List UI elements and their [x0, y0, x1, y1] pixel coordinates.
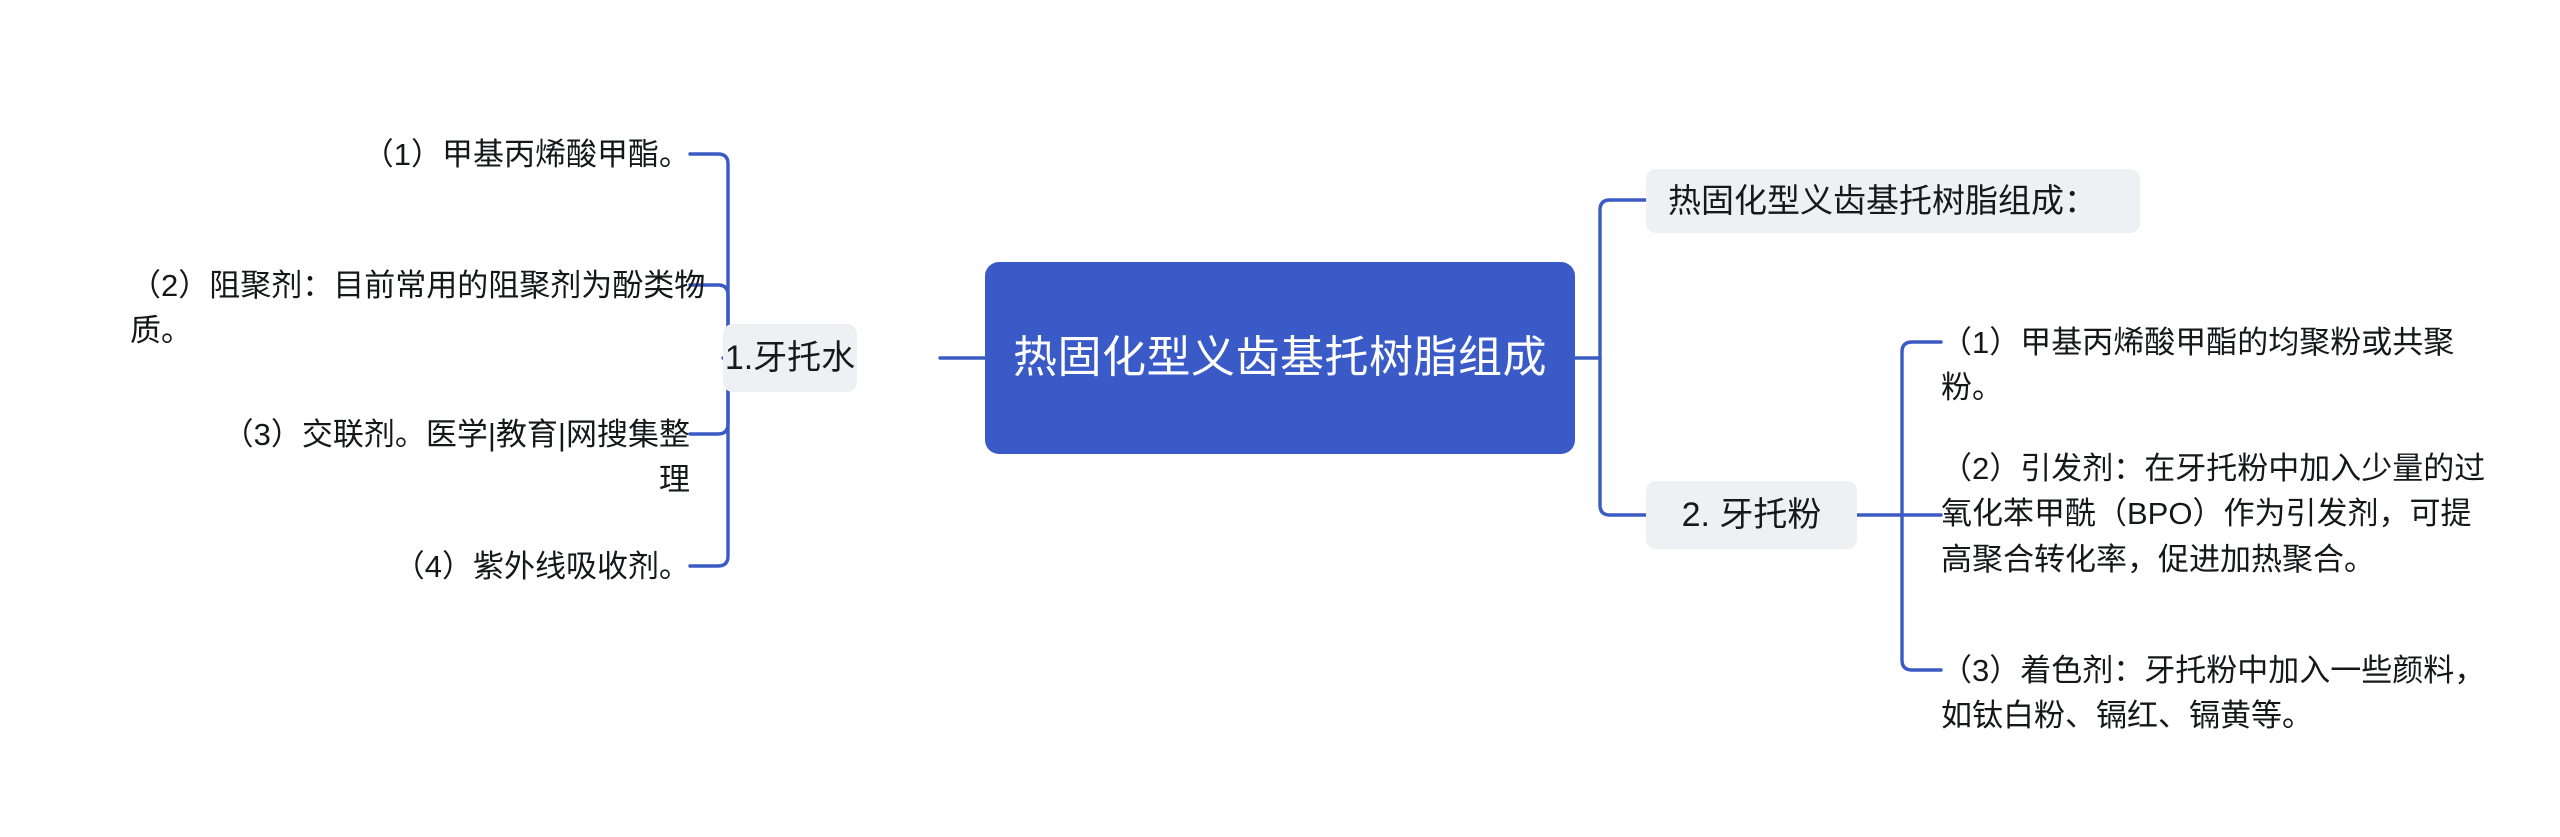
leaf-right-1-label: （1）甲基丙烯酸甲酯的均聚粉或共聚粉。	[1941, 325, 2455, 406]
branch-node-yatuoshui[interactable]: 1.牙托水	[723, 324, 857, 392]
branch-node-yatuofen-label: 2. 牙托粉	[1681, 495, 1822, 534]
leaf-right-3[interactable]: （3）着色剂：牙托粉中加入一些颜料，如钛白粉、镉红、镉黄等。	[1941, 648, 2501, 739]
leaf-left-2[interactable]: （2）阻聚剂：目前常用的阻聚剂为酚类物质。	[130, 263, 710, 354]
leaf-left-2-label: （2）阻聚剂：目前常用的阻聚剂为酚类物质。	[130, 268, 706, 349]
branch-node-yatuofen[interactable]: 2. 牙托粉	[1646, 481, 1857, 549]
branch-node-yatuoshui-label: 1.牙托水	[724, 338, 856, 377]
branch-node-composition-heading-label: 热固化型义齿基托树脂组成：	[1668, 181, 2097, 219]
leaf-left-3[interactable]: （3）交联剂。医学|教育|网搜集整理	[200, 412, 690, 503]
connector-subspine-to-leaf-3	[1900, 513, 1943, 672]
connector-subspine-to-leaf-1	[1900, 340, 1943, 517]
root-node-label: 热固化型义齿基托树脂组成	[1013, 332, 1547, 382]
leaf-right-1[interactable]: （1）甲基丙烯酸甲酯的均聚粉或共聚粉。	[1941, 320, 2511, 411]
leaf-left-1[interactable]: （1）甲基丙烯酸甲酯。	[200, 132, 690, 177]
root-node[interactable]: 热固化型义齿基托树脂组成	[985, 262, 1575, 454]
branch-node-composition-heading[interactable]: 热固化型义齿基托树脂组成：	[1646, 169, 2140, 233]
connector-right-to-node-1	[1598, 198, 1648, 360]
leaf-left-4[interactable]: （4）紫外线吸收剂。	[200, 544, 690, 589]
leaf-left-3-label: （3）交联剂。医学|教育|网搜集整理	[222, 417, 690, 498]
leaf-left-4-label: （4）紫外线吸收剂。	[393, 549, 690, 584]
connector-leftspine-to-leaf-4	[688, 356, 730, 568]
connector-right-to-node-2	[1598, 356, 1648, 517]
leaf-right-2[interactable]: （2）引发剂：在牙托粉中加入少量的过氧化苯甲酰（BPO）作为引发剂，可提高聚合转…	[1941, 446, 2501, 582]
leaf-right-3-label: （3）着色剂：牙托粉中加入一些颜料，如钛白粉、镉红、镉黄等。	[1941, 653, 2486, 734]
leaf-right-2-label: （2）引发剂：在牙托粉中加入少量的过氧化苯甲酰（BPO）作为引发剂，可提高聚合转…	[1941, 451, 2486, 577]
leaf-left-1-label: （1）甲基丙烯酸甲酯。	[362, 137, 690, 172]
